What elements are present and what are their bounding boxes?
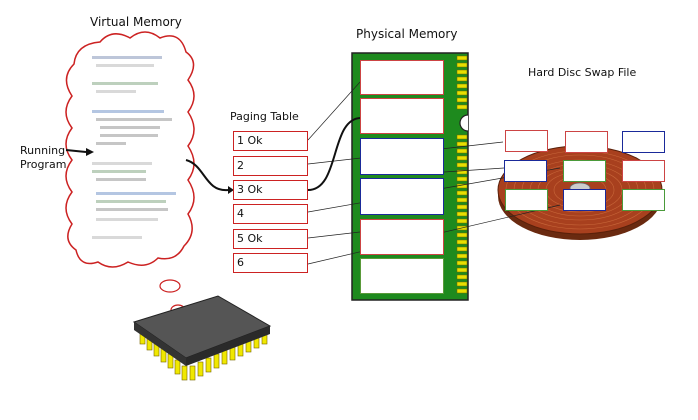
paging-table-row: 2 — [233, 156, 308, 176]
paging-table-row: 1 Ok — [233, 131, 308, 151]
flow-arrows — [65, 117, 361, 192]
swap-page-block — [505, 189, 548, 211]
paging-table-row: 3 Ok — [233, 180, 308, 200]
physical-page-slot — [360, 98, 444, 134]
paging-table-row: 4 — [233, 204, 308, 224]
swap-page-block — [622, 131, 665, 153]
paging-table-title: Paging Table — [230, 110, 299, 123]
hard-disc-title: Hard Disc Swap File — [528, 66, 637, 79]
swap-page-block — [505, 130, 548, 152]
physical-memory-title: Physical Memory — [356, 27, 458, 41]
physical-page-slot — [360, 178, 444, 215]
paging-table-row: 6 — [233, 253, 308, 273]
paging-table-row: 5 Ok — [233, 229, 308, 249]
running-program-label: Running — [20, 144, 66, 157]
swap-page-block — [622, 160, 665, 182]
swap-page-block — [504, 160, 547, 182]
running-program-label-2: Program — [20, 158, 67, 171]
physical-page-slot — [360, 258, 444, 294]
swap-page-block — [563, 189, 606, 211]
physical-page-slot — [360, 60, 444, 95]
swap-page-block — [622, 189, 665, 211]
blurred-code — [92, 56, 176, 239]
physical-page-slot — [360, 138, 444, 175]
virtual-memory-title: Virtual Memory — [90, 15, 182, 29]
thought-bubble — [159, 279, 181, 293]
virtual-memory-cloud — [65, 31, 195, 268]
physical-page-slot — [360, 219, 444, 255]
cpu-chip — [132, 295, 272, 381]
swap-page-block — [565, 131, 608, 153]
swap-page-block — [563, 160, 606, 182]
